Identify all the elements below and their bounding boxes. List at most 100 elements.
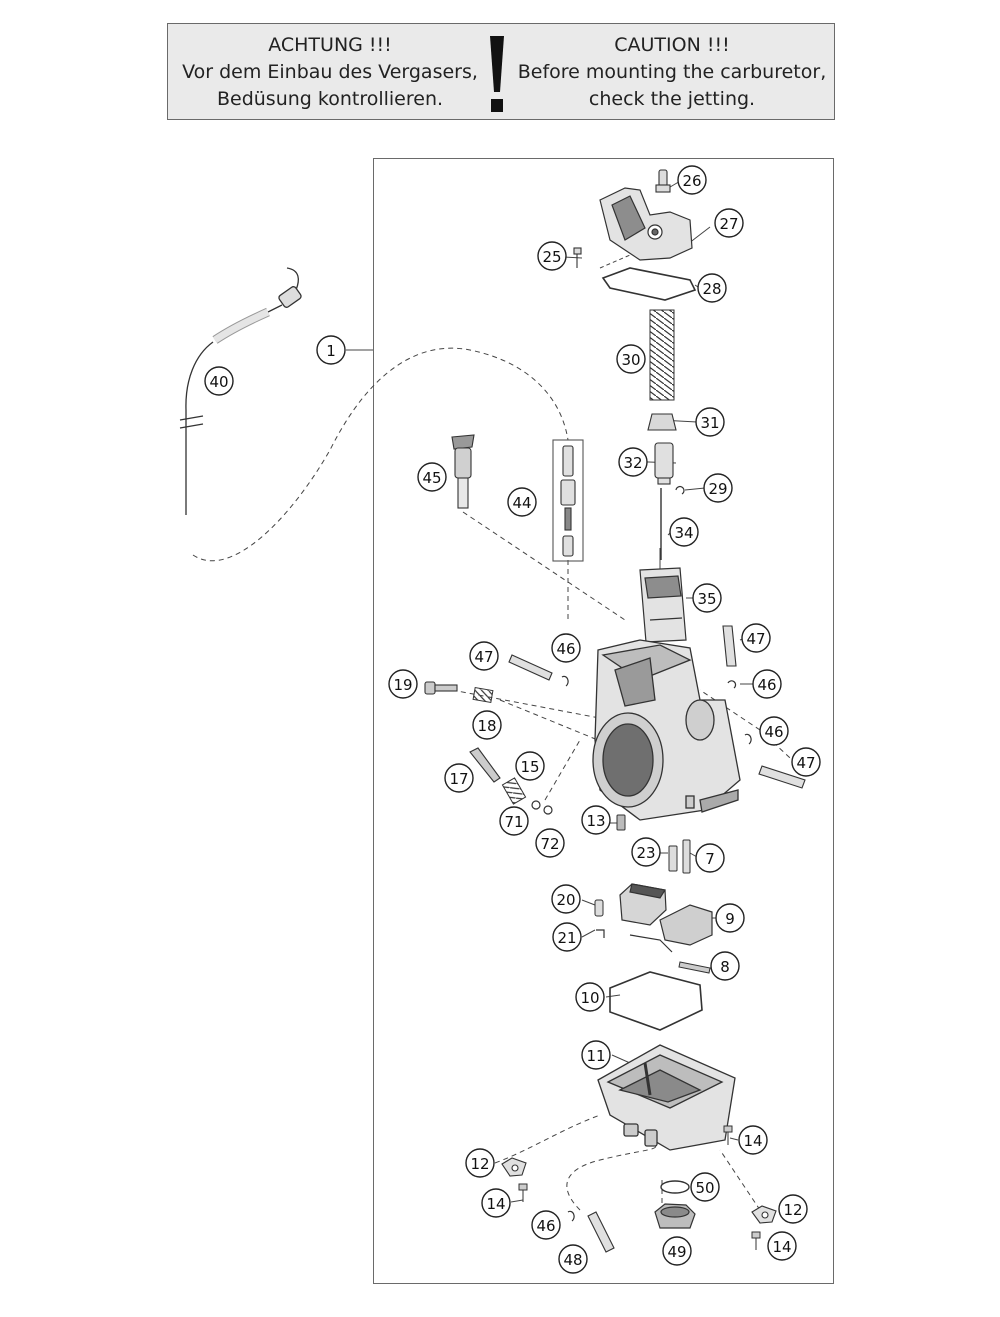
jet-13 (616, 814, 626, 831)
air-screw-17 (469, 747, 501, 783)
spring-seat-31 (647, 413, 677, 431)
svg-text:44: 44 (512, 494, 531, 512)
warning-english: CAUTION !!! Before mounting the carburet… (512, 32, 832, 113)
float-9 (619, 883, 713, 953)
callout-14-a: 14 (738, 1125, 768, 1155)
callout-40: 40 (204, 366, 234, 396)
callout-27: 27 (714, 208, 744, 238)
spring-18 (472, 686, 494, 704)
adjuster-screw-26 (655, 169, 671, 193)
jet-set-44 (552, 439, 584, 562)
carburetor-top-cap (599, 187, 693, 261)
float-pin-8 (678, 961, 711, 974)
callout-14-b: 14 (481, 1188, 511, 1218)
callout-72: 72 (535, 828, 565, 858)
callout-28: 28 (697, 273, 727, 303)
svg-text:49: 49 (667, 1243, 686, 1261)
callout-10: 10 (575, 982, 605, 1012)
warning-box: ACHTUNG !!! Vor dem Einbau des Vergasers… (167, 23, 835, 120)
clip-46-right-upper (727, 680, 737, 689)
callout-13: 13 (581, 805, 611, 835)
leader-lines (192, 179, 804, 1211)
needle-clip-29 (675, 486, 685, 495)
svg-text:71: 71 (504, 813, 523, 831)
svg-text:1: 1 (326, 342, 336, 360)
callout-35: 35 (692, 583, 722, 613)
exclamation-icon (490, 36, 504, 112)
callout-32: 32 (618, 447, 648, 477)
svg-text:14: 14 (486, 1195, 505, 1213)
callout-30: 30 (616, 344, 646, 374)
needle-holder-32 (654, 442, 674, 485)
callout-8: 8 (710, 951, 740, 981)
svg-text:11: 11 (586, 1047, 605, 1065)
callout-46-a: 46 (551, 633, 581, 663)
svg-text:34: 34 (674, 524, 693, 542)
svg-text:72: 72 (540, 835, 559, 853)
callout-15: 15 (515, 751, 545, 781)
throttle-slide-35 (639, 567, 687, 643)
svg-text:25: 25 (542, 248, 561, 266)
callout-46-d: 46 (531, 1210, 561, 1240)
screw-14-right-lower (751, 1231, 761, 1250)
callout-26: 26 (677, 165, 707, 195)
bracket-12-left (501, 1157, 527, 1177)
callout-12-b: 12 (778, 1194, 808, 1224)
callout-47-c: 47 (791, 747, 821, 777)
svg-text:27: 27 (719, 215, 738, 233)
svg-text:14: 14 (772, 1238, 791, 1256)
float-bowl-11 (597, 1044, 736, 1151)
svg-text:18: 18 (477, 717, 496, 735)
callout-21: 21 (552, 922, 582, 952)
clip-46-left (561, 675, 569, 687)
jet-23 (668, 845, 678, 872)
callout-44: 44 (507, 487, 537, 517)
callout-17: 17 (444, 763, 474, 793)
callout-7: 7 (695, 843, 725, 873)
svg-text:46: 46 (757, 676, 776, 694)
callout-20: 20 (551, 884, 581, 914)
callout-14-c: 14 (767, 1231, 797, 1261)
svg-text:10: 10 (580, 989, 599, 1007)
callout-12-a: 12 (465, 1148, 495, 1178)
svg-text:48: 48 (563, 1251, 582, 1269)
throttle-cable (179, 267, 302, 515)
svg-text:32: 32 (623, 454, 642, 472)
screw-14-left (518, 1183, 528, 1202)
carburetor-assembly-frame (373, 158, 834, 1284)
callout-50: 50 (690, 1172, 720, 1202)
pin-47-right-lower (758, 765, 806, 789)
svg-text:12: 12 (470, 1155, 489, 1173)
callout-49: 49 (662, 1236, 692, 1266)
callout-19: 19 (388, 669, 418, 699)
warning-german-line1: Vor dem Einbau des Vergasers, (182, 61, 478, 83)
svg-text:13: 13 (586, 812, 605, 830)
svg-text:23: 23 (636, 844, 655, 862)
callout-71: 71 (499, 806, 529, 836)
svg-text:8: 8 (720, 958, 730, 976)
warning-english-line2: check the jetting. (588, 88, 756, 110)
screw-19 (424, 681, 458, 695)
pin-47-left (508, 654, 553, 681)
clip-46-right-lower (744, 733, 752, 745)
callout-47-a: 47 (741, 623, 771, 653)
warning-german-line2: Bedüsung kontrollieren. (216, 88, 444, 110)
callout-9: 9 (715, 903, 745, 933)
clip-46-bottom (567, 1210, 575, 1222)
warning-german: ACHTUNG !!! Vor dem Einbau des Vergasers… (174, 32, 486, 113)
warning-german-heading: ACHTUNG !!! (268, 34, 392, 56)
warning-english-line1: Before mounting the carburetor, (517, 61, 827, 83)
svg-text:26: 26 (682, 172, 701, 190)
svg-text:46: 46 (556, 640, 575, 658)
carburetor-body (592, 639, 741, 821)
callout-45: 45 (417, 462, 447, 492)
bracket-12-right (751, 1205, 777, 1224)
screw-14-right-upper (723, 1125, 733, 1145)
cap-gasket-28 (601, 267, 697, 301)
callout-34: 34 (669, 517, 699, 547)
callout-25: 25 (537, 241, 567, 271)
svg-text:47: 47 (746, 630, 765, 648)
svg-text:46: 46 (764, 723, 783, 741)
